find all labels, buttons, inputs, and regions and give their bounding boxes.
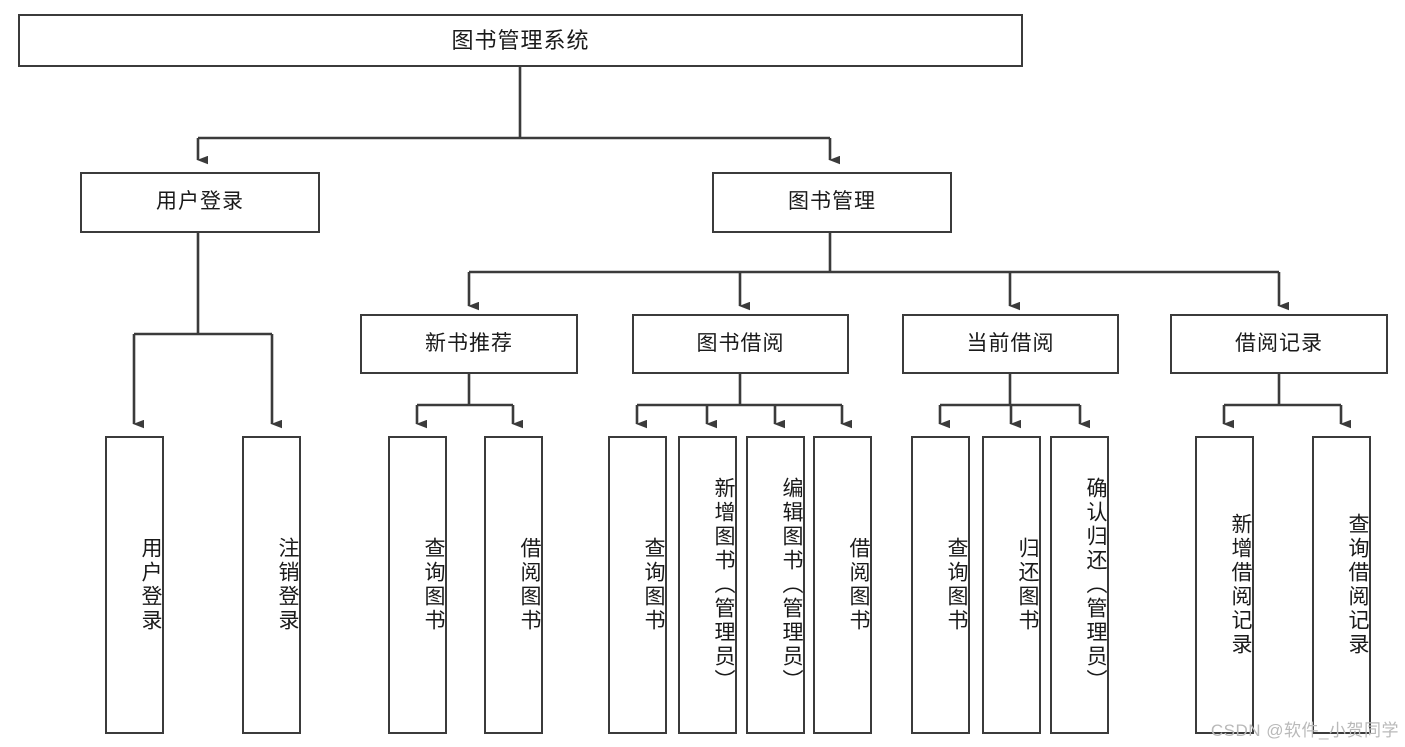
- leaf-user-logout[interactable]: 注销登录: [242, 436, 301, 734]
- leaf-borrow-borrow-book[interactable]: 借阅图书: [813, 436, 872, 734]
- node-borrow-record[interactable]: 借阅记录: [1170, 314, 1388, 374]
- node-root-system[interactable]: 图书管理系统: [18, 14, 1023, 67]
- node-user-login[interactable]: 用户登录: [80, 172, 320, 233]
- leaf-borrow-query-book[interactable]: 查询图书: [608, 436, 667, 734]
- leaf-borrow-edit-book-admin[interactable]: 编辑图书（管理员）: [746, 436, 805, 734]
- leaf-borrow-add-book-admin[interactable]: 新增图书（管理员）: [678, 436, 737, 734]
- node-book-borrow[interactable]: 图书借阅: [632, 314, 849, 374]
- leaf-user-login-do[interactable]: 用户登录: [105, 436, 164, 734]
- leaf-record-add[interactable]: 新增借阅记录: [1195, 436, 1254, 734]
- leaf-current-return-book[interactable]: 归还图书: [982, 436, 1041, 734]
- leaf-record-query[interactable]: 查询借阅记录: [1312, 436, 1371, 734]
- node-current-borrow[interactable]: 当前借阅: [902, 314, 1119, 374]
- node-book-manage[interactable]: 图书管理: [712, 172, 952, 233]
- leaf-current-confirm-return-admin[interactable]: 确认归还（管理员）: [1050, 436, 1109, 734]
- node-new-book-rec[interactable]: 新书推荐: [360, 314, 578, 374]
- leaf-newrec-query-book[interactable]: 查询图书: [388, 436, 447, 734]
- leaf-current-query-book[interactable]: 查询图书: [911, 436, 970, 734]
- leaf-newrec-borrow-book[interactable]: 借阅图书: [484, 436, 543, 734]
